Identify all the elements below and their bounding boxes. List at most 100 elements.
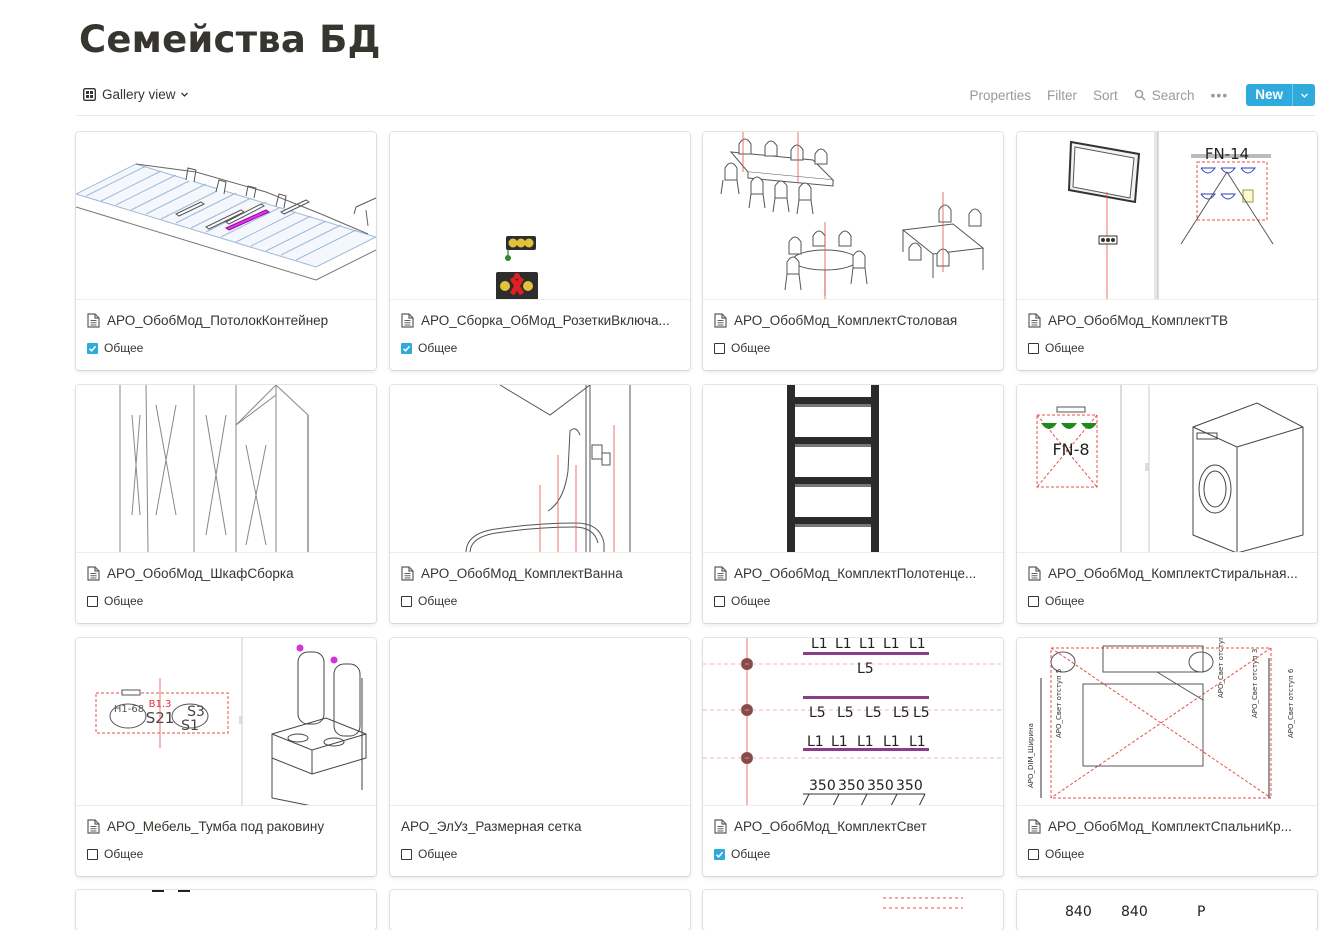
light-label: L1 [883,638,900,652]
gallery-card[interactable] [703,890,1003,930]
bathtub-drawing [465,385,631,552]
view-selector-label: Gallery view [102,86,176,102]
checkbox[interactable] [401,342,412,354]
gallery-card[interactable]: АРО_ОбобМод_КомплектВанна Общее [390,385,690,623]
property-label: Общее [1045,847,1085,861]
new-options-button[interactable] [1292,84,1315,106]
bedroom-set-drawing: АРО_DIM_Ширина АРО_Свет отступ 5 АРО_Све… [1027,638,1295,799]
card-preview [390,385,690,553]
gallery-card[interactable]: 840 840 P [1017,890,1317,930]
card-title: АРО_ЭлУз_Размерная сетка [401,818,582,834]
document-icon [714,312,727,328]
vanity-s1-label: S1 [181,718,199,734]
document-icon [401,565,414,581]
light-label: L1 [909,734,926,750]
view-toolbar: Gallery view Properties Filter Sort Sear… [76,80,1315,116]
gallery-card[interactable]: H1-68 B1.3 S21 S3 S1 [76,638,376,876]
document-icon [1028,312,1041,328]
light-label: L5 [865,705,882,721]
bed-offset-label: АРО_Свет отступ 5 [1055,669,1063,738]
light-label: L5 [837,705,854,721]
partial-p-label: P [1197,904,1205,920]
checkbox[interactable] [401,848,412,860]
light-dim-label: 350 [809,778,836,794]
card-title: АРО_ОбобМод_КомплектСтиральная... [1048,565,1298,581]
bed-offset-label: АРО_Свет отступ 3 [1251,649,1259,718]
view-selector[interactable]: Gallery view [83,84,189,104]
card-preview [76,132,376,300]
property-label: Общее [1045,341,1085,355]
property-label: Общее [104,341,144,355]
gallery-card[interactable]: АРО_DIM_Ширина АРО_Свет отступ 5 АРО_Све… [1017,638,1317,876]
property-label: Общее [104,847,144,861]
gallery-card[interactable]: АРО_ОбобМод_ПотолокКонтейнер Общее [76,132,376,370]
gallery-card[interactable]: FN-14 АРО_ОбобМод_КомплектТВ Общее [1017,132,1317,370]
checkmark-icon [715,851,724,858]
checkbox[interactable] [1028,342,1039,354]
toolbar-actions: Properties Filter Sort Search ••• New [969,84,1315,106]
wardrobe-drawing [119,385,309,552]
checkbox[interactable] [714,595,725,607]
document-icon [1028,818,1041,834]
light-label: L1 [859,638,876,652]
chevron-down-icon [1300,93,1308,98]
gallery-card[interactable]: АРО_ОбобМод_ШкафСборка Общее [76,385,376,623]
lighting-set-drawing: L1 L1 L1 L1 L1 L5 L5 L5 L5 L5 L5 L1 L1 L… [703,638,1003,805]
card-title: АРО_ОбобМод_КомплектСпальниКр... [1048,818,1292,834]
checkbox[interactable] [87,595,98,607]
document-icon [401,312,414,328]
properties-button[interactable]: Properties [969,87,1031,103]
tv-tag: FN-14 [1205,145,1249,163]
card-preview: H1-68 B1.3 S21 S3 S1 [76,638,376,806]
more-options-button[interactable]: ••• [1210,87,1229,103]
card-title: АРО_Сборка_ОбМод_РозеткиВключа... [421,312,670,328]
checkbox[interactable] [1028,595,1039,607]
checkmark-icon [402,345,411,352]
card-preview [76,385,376,553]
card-preview [703,385,1003,553]
search-button[interactable]: Search [1134,88,1195,103]
new-button[interactable]: New [1255,87,1283,102]
checkbox[interactable] [714,848,725,860]
tv-set-drawing: FN-14 [1067,132,1274,299]
light-label: L1 [909,638,926,652]
partial-dim-label: 840 [1121,904,1148,920]
card-preview [390,638,690,806]
vanity-s3-label: S3 [187,704,205,720]
document-icon [87,818,100,834]
checkbox[interactable] [714,342,725,354]
bed-offset-label: АРО_Свет отступ 4 [1217,638,1225,698]
card-title: АРО_ОбобМод_КомплектСтоловая [734,312,958,328]
filter-button[interactable]: Filter [1046,87,1077,103]
gallery-card[interactable] [76,890,376,930]
document-icon [1028,565,1041,581]
gallery-card[interactable]: АРО_Сборка_ОбМод_РозеткиВключа... Общее [390,132,690,370]
dining-set-drawing [720,132,985,299]
checkbox[interactable] [401,595,412,607]
towel-rail-drawing [787,385,879,552]
sort-button[interactable]: Sort [1092,87,1118,103]
gallery-view-icon [83,87,96,101]
card-preview: L1 L1 L1 L1 L1 L5 L5 L5 L5 L5 L5 L1 L1 L… [703,638,1003,806]
document-icon [87,565,100,581]
page-title: Семейства БД [79,18,381,61]
gallery-card[interactable]: FN-8 АРО_ОбобМод_КомплектСтиральная... [1017,385,1317,623]
card-preview: АРО_DIM_Ширина АРО_Свет отступ 5 АРО_Све… [1017,638,1317,806]
card-title: АРО_Мебель_Тумба под раковину [107,818,325,834]
vanity-drawing: H1-68 B1.3 S21 S3 S1 [95,638,367,805]
gallery-card[interactable] [390,890,690,930]
gallery-card[interactable]: АРО_ЭлУз_Размерная сетка Общее [390,638,690,876]
checkbox[interactable] [87,848,98,860]
card-title: АРО_ОбобМод_КомплектПолотенце... [734,565,977,581]
property-label: Общее [731,594,771,608]
bed-offset-label: АРО_Свет отступ 6 [1287,668,1295,738]
property-label: Общее [104,594,144,608]
gallery-card[interactable]: АРО_ОбобМод_КомплектПолотенце... Общее [703,385,1003,623]
checkbox[interactable] [1028,848,1039,860]
ceiling-container-drawing [76,163,376,281]
gallery-card[interactable]: АРО_ОбобМод_КомплектСтоловая Общее [703,132,1003,370]
light-label: L1 [883,734,900,750]
checkbox[interactable] [87,342,98,354]
gallery-card[interactable]: L1 L1 L1 L1 L1 L5 L5 L5 L5 L5 L5 L1 L1 L… [703,638,1003,876]
light-label: L5 [893,705,910,721]
